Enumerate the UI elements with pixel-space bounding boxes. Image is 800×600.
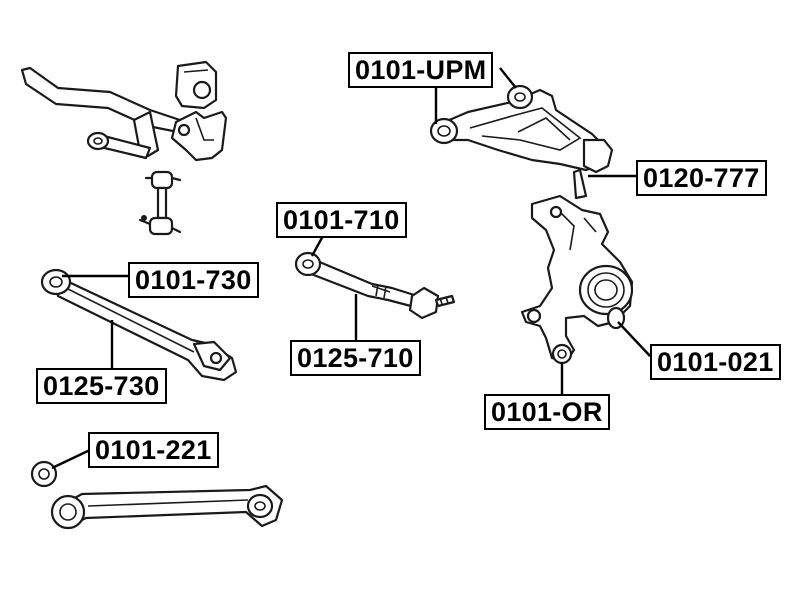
- label-knuckle: 0101-OR: [484, 394, 610, 430]
- stabilizer-bar: [20, 66, 182, 160]
- leader-lines: [51, 67, 651, 470]
- stabilizer-link: [138, 170, 182, 236]
- label-ball-joint: 0120-777: [636, 160, 767, 196]
- label-upper-arm: 0101-UPM: [348, 52, 494, 88]
- lower-arm-inner-bushing: [50, 494, 86, 530]
- label-lower-arm-bushing: 0101-221: [88, 432, 219, 468]
- trailing-arm: [54, 274, 238, 382]
- label-knuckle-bushing: 0101-021: [650, 344, 781, 380]
- lateral-link-bushing: [294, 251, 322, 277]
- trailing-arm-bushing: [40, 268, 72, 296]
- knuckle-lower-bushing: [551, 343, 573, 365]
- lateral-link: [304, 256, 456, 320]
- leader-lower-arm-bushing: [51, 448, 91, 470]
- upper-arm-front-bushing: [429, 117, 459, 145]
- label-lateral-link: 0101-710: [276, 202, 407, 238]
- label-lateral-link-bushing-side: 0125-710: [290, 340, 421, 376]
- lower-arm-bushing: [30, 460, 58, 488]
- label-trailing-arm-bushing: 0101-730: [128, 262, 259, 298]
- steering-knuckle: [520, 194, 634, 364]
- upper-arm-rear-bushing: [506, 84, 534, 110]
- leader-knuckle-bushing: [617, 321, 651, 357]
- leader-upper-arm: [434, 67, 517, 124]
- label-trailing-arm: 0125-730: [36, 368, 167, 404]
- stabilizer-bushing: [174, 60, 218, 110]
- lower-arm: [62, 484, 284, 528]
- stabilizer-bracket: [170, 110, 228, 162]
